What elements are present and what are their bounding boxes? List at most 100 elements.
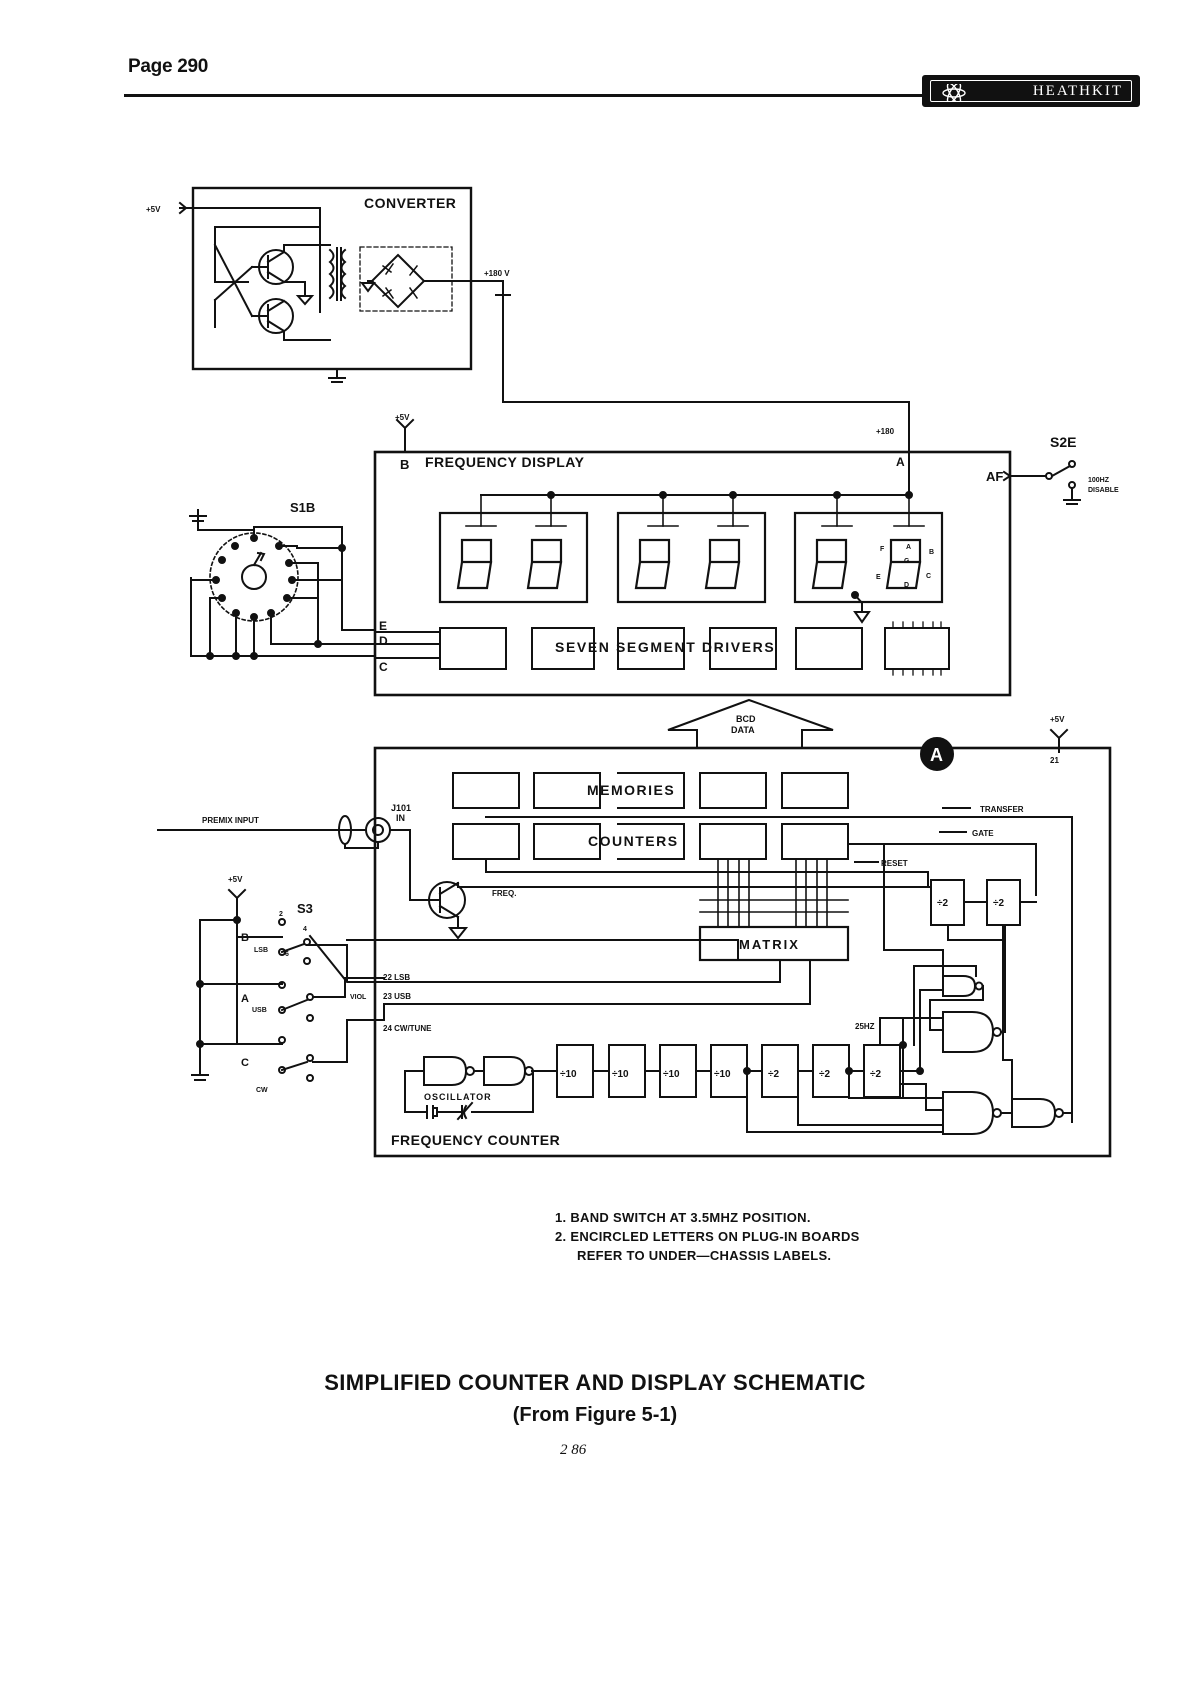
display-hv-label: +180 — [876, 427, 895, 436]
bcd-label: BCD — [736, 714, 756, 724]
drivers-label: SEVEN SEGMENT DRIVERS — [555, 639, 775, 655]
driver-box-2 — [531, 627, 595, 670]
memories-label: MEMORIES — [587, 782, 675, 798]
div10-1: ÷10 — [560, 1069, 577, 1080]
s3-mode-cw: CW — [256, 1087, 268, 1094]
driver-box-1 — [439, 627, 507, 670]
freq-label: FREQ. — [492, 889, 516, 898]
gate-label: GATE — [972, 829, 994, 838]
note-2-continued: REFER TO UNDER—CHASSIS LABELS. — [577, 1248, 832, 1263]
oscillator-label: OSCILLATOR — [424, 1092, 492, 1102]
segment-letter-g: G — [904, 558, 910, 565]
pin22-label: 22 LSB — [383, 973, 410, 982]
nand-gate-big — [942, 1091, 995, 1135]
board-supply-pin: 21 — [1050, 756, 1059, 765]
hz25-label: 25HZ — [855, 1022, 875, 1031]
div2-3: ÷2 — [870, 1069, 881, 1080]
div2-5: ÷2 — [993, 898, 1004, 909]
counters-label: COUNTERS — [588, 833, 679, 849]
premix-label: PREMIX INPUT — [202, 816, 259, 825]
s3-section-b: B — [241, 932, 249, 944]
matrix-block — [698, 925, 850, 962]
heathkit-logo: HEATHKIT — [922, 75, 1140, 107]
viol-label: VIOL — [350, 994, 367, 1001]
s3-contact-2: 2 — [279, 911, 283, 918]
note-2: 2. ENCIRCLED LETTERS ON PLUG-IN BOARDS — [555, 1229, 860, 1244]
driver-box-5 — [795, 627, 863, 670]
display-title: FREQUENCY DISPLAY — [425, 454, 585, 470]
oscillator-gate-1 — [423, 1056, 468, 1086]
div2-1: ÷2 — [768, 1069, 779, 1080]
div2-4: ÷2 — [937, 898, 948, 909]
atom-icon — [942, 84, 966, 102]
inverter-gate — [1011, 1098, 1057, 1128]
s3-label: S3 — [297, 901, 313, 916]
display-group-3 — [793, 511, 944, 604]
converter-output-label: +180 V — [484, 269, 510, 278]
frequency-counter-board — [373, 746, 1112, 1158]
display-pin-a: A — [896, 455, 905, 469]
counter-title: FREQUENCY COUNTER — [391, 1132, 560, 1148]
transfer-label: TRANSFER — [980, 805, 1024, 814]
driver-box-3 — [617, 627, 685, 670]
board-marker-letter: A — [930, 745, 943, 765]
header-rule — [124, 94, 1134, 97]
converter-title: CONVERTER — [364, 195, 456, 211]
s2e-note-2: DISABLE — [1088, 487, 1119, 494]
notes-block: 1. BAND SWITCH AT 3.5MHZ POSITION. 2. EN… — [555, 1208, 860, 1265]
handwritten-mark: 2 86 — [560, 1442, 587, 1458]
segment-letter-c: C — [926, 573, 931, 580]
div2-2: ÷2 — [819, 1069, 830, 1080]
jack-in-label: IN — [396, 813, 405, 823]
s3-mode-usb: USB — [252, 1007, 267, 1014]
s2e-label: S2E — [1050, 434, 1076, 450]
reset-label: RESET — [881, 859, 908, 868]
driver-box-4 — [709, 627, 777, 670]
segment-letter-b: B — [929, 549, 934, 556]
pin23-label: 23 USB — [383, 992, 411, 1001]
s3-section-a: A — [241, 993, 249, 1005]
caption-title: SIMPLIFIED COUNTER AND DISPLAY SCHEMATIC — [324, 1370, 866, 1395]
jack-label: J101 — [391, 803, 411, 813]
converter-supply-label: +5V — [146, 205, 161, 214]
display-supply-label: +5V — [395, 413, 410, 422]
page-number: Page 290 — [128, 56, 208, 77]
note-1: 1. BAND SWITCH AT 3.5MHZ POSITION. — [555, 1210, 811, 1225]
nand-gate-small — [942, 975, 977, 997]
s2e-af-label: AF — [986, 469, 1003, 484]
display-pin-b: B — [400, 457, 409, 472]
board-marker-a — [920, 737, 954, 771]
s3-section-c: C — [241, 1057, 249, 1069]
frequency-display-box — [373, 450, 1012, 697]
s3-contact-4: 4 — [303, 926, 307, 933]
display-pin-d: D — [379, 634, 388, 648]
segment-letter-f: F — [880, 546, 885, 553]
display-group-2 — [616, 511, 767, 604]
s3-contact-6: 6 — [285, 951, 289, 958]
display-pin-c: C — [379, 660, 388, 674]
driver-chip — [884, 627, 950, 670]
s3-mode-lsb: LSB — [254, 947, 268, 954]
div10-4: ÷10 — [714, 1069, 731, 1080]
j101-jack — [365, 817, 391, 843]
div10-3: ÷10 — [663, 1069, 680, 1080]
converter-box — [191, 186, 473, 371]
matrix-label: MATRIX — [739, 937, 800, 952]
segment-letter-e: E — [876, 574, 881, 581]
board-supply-label: +5V — [1050, 715, 1065, 724]
segment-letter-a: A — [906, 544, 911, 551]
pin24-label: 24 CW/TUNE — [383, 1024, 432, 1033]
oscillator-gate-2 — [483, 1056, 527, 1086]
logo-text: HEATHKIT — [1032, 82, 1123, 99]
bcd-data-arrow — [667, 698, 834, 749]
s3-supply-label: +5V — [228, 875, 243, 884]
s1b-label: S1B — [290, 500, 315, 515]
div10-2: ÷10 — [612, 1069, 629, 1080]
display-pin-e: E — [379, 619, 387, 633]
nand-gate-mid — [942, 1011, 995, 1053]
data-label: DATA — [731, 725, 755, 735]
display-group-1 — [438, 511, 589, 604]
segment-letter-d: D — [904, 582, 909, 589]
caption-subtitle: (From Figure 5-1) — [512, 1404, 678, 1426]
